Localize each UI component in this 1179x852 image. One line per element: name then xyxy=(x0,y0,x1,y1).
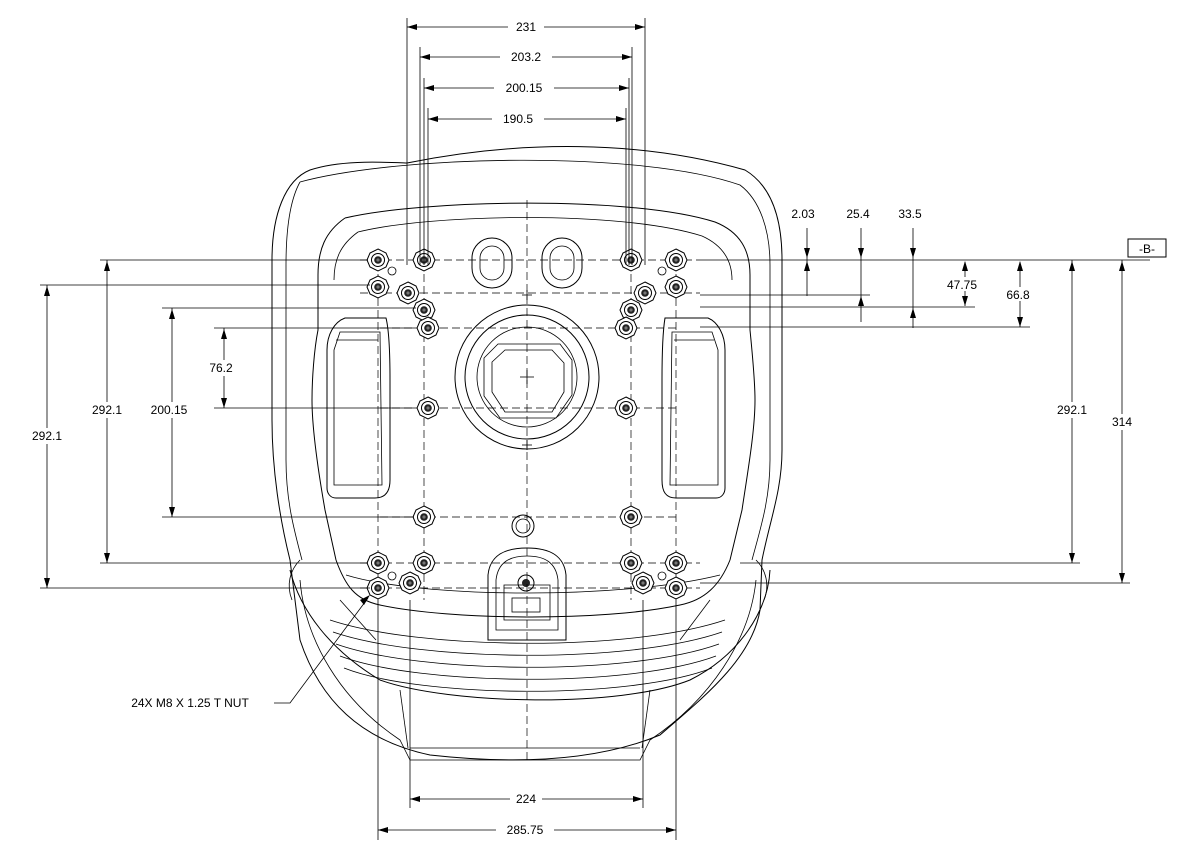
t-nut xyxy=(664,551,688,575)
dim-314: 314 xyxy=(1112,415,1132,429)
dim-203-2: 203.2 xyxy=(511,50,541,64)
right-dimension-314: 314 xyxy=(700,260,1138,584)
bottom-dimension-285-75: 285.75 xyxy=(377,600,677,840)
top-mounting-slots xyxy=(471,237,583,289)
dim-200-15-left: 200.15 xyxy=(151,403,188,417)
t-nut xyxy=(633,281,657,305)
datum-b: -B- xyxy=(1127,238,1167,258)
dim-66-8: 66.8 xyxy=(1006,288,1030,302)
dim-292-1-left-outer: 292.1 xyxy=(32,429,62,443)
dim-76-2: 76.2 xyxy=(209,361,233,375)
t-nut xyxy=(366,576,390,600)
lower-center-hole xyxy=(511,514,535,538)
top-dimension-190-5: 190.5 xyxy=(427,108,627,265)
t-nut xyxy=(412,551,436,575)
top-dimension-200-15: 200.15 xyxy=(423,78,630,265)
t-nut xyxy=(619,505,643,529)
dim-292-1-left-inner: 292.1 xyxy=(92,403,122,417)
t-nut xyxy=(416,316,440,340)
t-nut xyxy=(619,551,643,575)
dim-25-4: 25.4 xyxy=(846,207,870,221)
t-nut xyxy=(631,571,655,595)
left-dimension-292-1-outer: 292.1 xyxy=(24,284,370,589)
t-nut xyxy=(614,396,638,420)
left-dimension-292-1-inner: 292.1 xyxy=(84,259,368,564)
dim-231: 231 xyxy=(516,20,536,34)
t-nut xyxy=(412,505,436,529)
seat-switch-pocket xyxy=(487,547,567,641)
dim-190-5: 190.5 xyxy=(503,112,533,126)
t-nut xyxy=(416,396,440,420)
top-dimension-231: 231 xyxy=(406,18,646,265)
left-dimension-200-15: 200.15 xyxy=(144,307,416,518)
t-nut xyxy=(396,281,420,305)
dim-285-75: 285.75 xyxy=(507,823,544,837)
right-offset-dimensions: 2.03 25.4 33.5 47.75 66.8 xyxy=(700,207,1150,328)
dim-200-15-top: 200.15 xyxy=(506,81,543,95)
t-nut xyxy=(664,248,688,272)
t-nut xyxy=(614,316,638,340)
t-nut xyxy=(619,248,643,272)
t-nut-callout-text: 24X M8 X 1.25 T NUT xyxy=(131,696,249,710)
t-nut xyxy=(398,571,422,595)
t-nut xyxy=(619,298,643,322)
t-nut xyxy=(664,275,688,299)
t-nut xyxy=(366,275,390,299)
dim-47-75: 47.75 xyxy=(947,278,977,292)
t-nut xyxy=(366,551,390,575)
t-nut xyxy=(664,576,688,600)
datum-b-label: -B- xyxy=(1139,242,1155,256)
bottom-dimension-224: 224 xyxy=(409,600,644,808)
t-nut-callout: 24X M8 X 1.25 T NUT xyxy=(131,595,370,710)
t-nut xyxy=(412,298,436,322)
dim-2-03: 2.03 xyxy=(791,207,815,221)
right-side-handle xyxy=(661,317,726,499)
left-side-handle xyxy=(326,317,391,499)
left-dimension-76-2: 76.2 xyxy=(204,327,416,409)
t-nuts xyxy=(366,248,688,600)
right-dimension-292-1: 292.1 xyxy=(740,260,1094,564)
top-dimension-203-2: 203.2 xyxy=(419,47,633,265)
dim-292-1-right: 292.1 xyxy=(1057,403,1087,417)
dim-224: 224 xyxy=(516,792,536,806)
t-nut xyxy=(366,248,390,272)
dim-33-5: 33.5 xyxy=(898,207,922,221)
